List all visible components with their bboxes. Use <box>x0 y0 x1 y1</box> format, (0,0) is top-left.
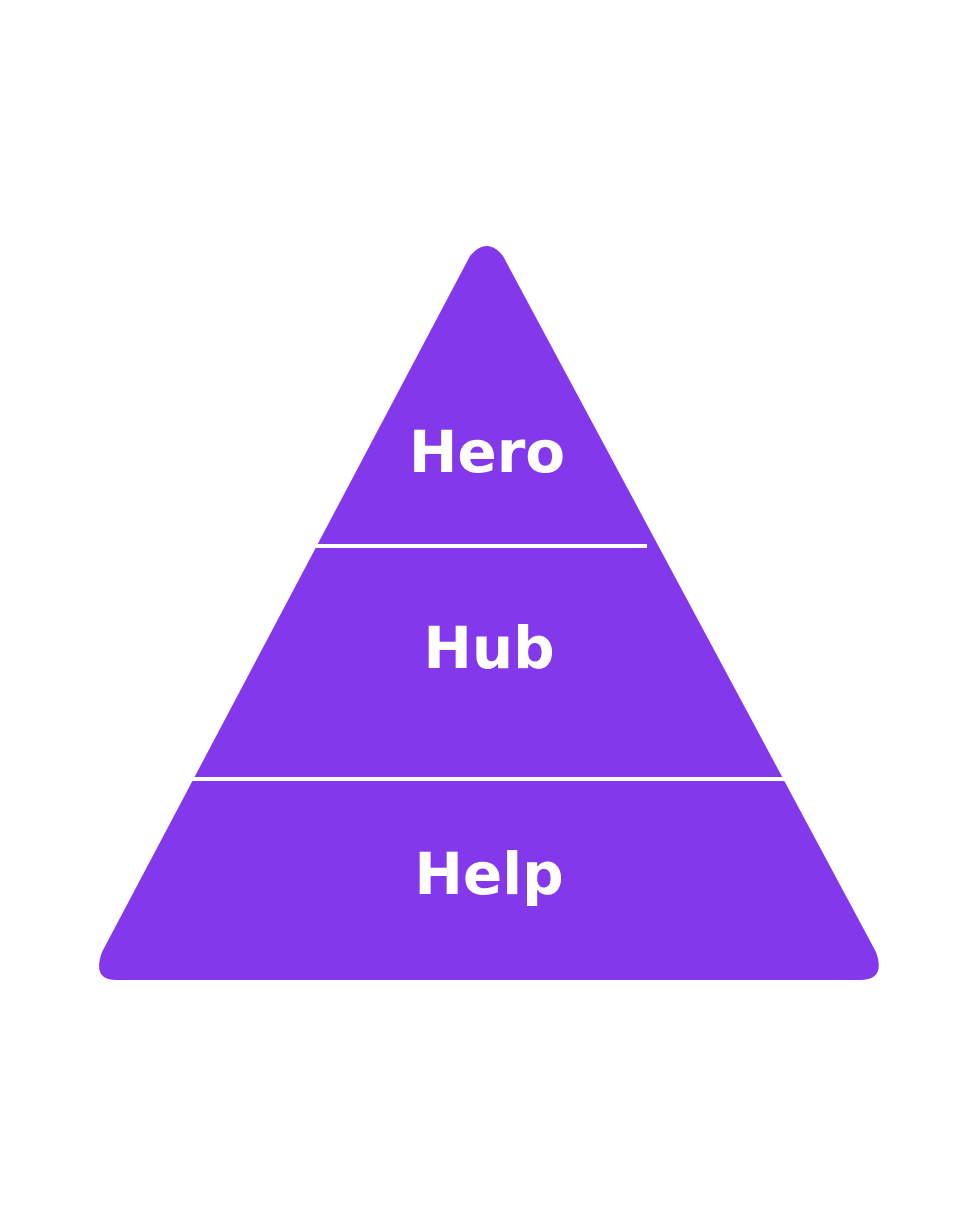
tier-label-top: Hero <box>409 418 565 486</box>
tier-label-middle: Hub <box>423 614 554 682</box>
tier-label-bottom: Help <box>414 840 563 908</box>
pyramid-shape <box>99 246 879 980</box>
